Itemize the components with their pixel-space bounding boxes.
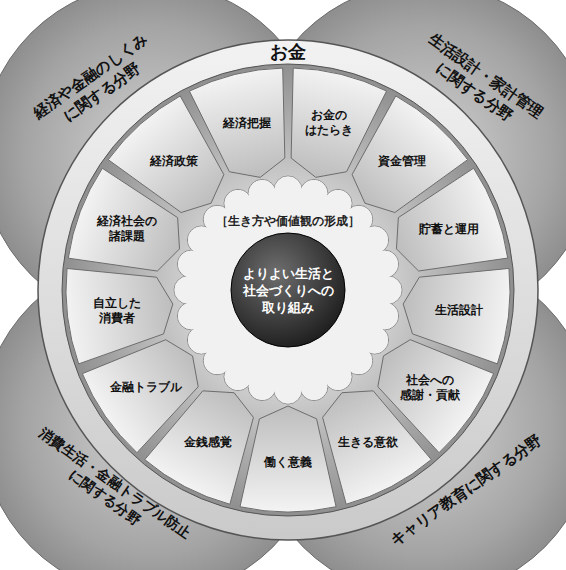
- topic-arrow: 経済政策: [147, 152, 201, 171]
- cloud-label: ［生き方や価値観の形成］: [216, 214, 360, 229]
- values-cloud: ［生き方や価値観の形成］ よりよい生活と 社会づくりへの 取り組み: [172, 174, 404, 406]
- money-ring: お金お金の はたらき資金管理貯蓄と運用生活設計社会への 感謝・貢献生きる意欲働く…: [36, 38, 540, 542]
- topic-label: 金融トラブル: [109, 380, 183, 395]
- arrow-band: [62, 64, 514, 516]
- cloud-body: [188, 190, 388, 390]
- text-stack: 金融トラブル: [109, 380, 183, 395]
- text-stack: ［生き方や価値観の形成］: [216, 214, 360, 229]
- topic-arrow: 生活設計: [432, 301, 486, 320]
- topic-label: 経済政策: [149, 154, 199, 169]
- text-stack: よりよい生活と 社会づくりへの 取り組み: [242, 265, 335, 316]
- text-stack: 生きる意欲: [337, 435, 399, 450]
- topic-arrow: 生きる意欲: [335, 433, 401, 452]
- arrow-wedge: [66, 268, 173, 363]
- ring-band: [38, 40, 538, 540]
- text-stack: お金の はたらき: [304, 108, 354, 138]
- text-stack: 経済把握: [222, 116, 272, 131]
- topic-label: 経済把握: [222, 116, 272, 131]
- topic-arrow: 金融トラブル: [107, 378, 185, 397]
- text-stack: お金: [270, 41, 306, 63]
- topic-arrow: 働く意義: [261, 453, 315, 472]
- text-stack: 経済社会の 諸課題: [96, 214, 158, 244]
- core-disc: [231, 233, 345, 347]
- text-stack: 資金管理: [377, 154, 427, 169]
- topic-label: 貯蓄と運用: [418, 222, 480, 237]
- text-stack: 社会への 感謝・貢献: [399, 373, 461, 403]
- text-stack: 貯蓄と運用: [418, 222, 480, 237]
- topic-arrow: 経済社会の 諸課題: [94, 212, 160, 246]
- topic-arrow: 金銭感覚: [181, 433, 235, 452]
- topic-label: 生きる意欲: [337, 435, 399, 450]
- core-circle: よりよい生活と 社会づくりへの 取り組み: [228, 230, 348, 350]
- text-stack: 金銭感覚: [183, 435, 233, 450]
- topic-arrow: お金の はたらき: [302, 106, 356, 140]
- ring-label: お金: [270, 41, 306, 63]
- topic-label: 社会への 感謝・貢献: [399, 373, 461, 403]
- topic-label: 働く意義: [263, 455, 313, 470]
- topic-arrow: 資金管理: [375, 152, 429, 171]
- arrow-wedge: [189, 68, 284, 177]
- text-stack: 生活設計: [434, 303, 484, 318]
- topic-arrow: 貯蓄と運用: [416, 220, 482, 239]
- topic-label: お金の はたらき: [304, 108, 354, 138]
- topic-label: 資金管理: [377, 154, 427, 169]
- text-stack: 自立した 消費者: [92, 296, 142, 326]
- topic-label: 自立した 消費者: [92, 296, 142, 326]
- topic-arrow: 自立した 消費者: [90, 294, 144, 328]
- text-stack: 働く意義: [263, 455, 313, 470]
- arrow-wedge: [396, 168, 507, 271]
- core-label: よりよい生活と 社会づくりへの 取り組み: [242, 265, 335, 316]
- topic-label: 経済社会の 諸課題: [96, 214, 158, 244]
- arrow-wedge: [240, 406, 336, 512]
- topic-arrow: 経済把握: [220, 114, 274, 133]
- arrow-wedge: [323, 391, 432, 504]
- topic-label: 生活設計: [434, 303, 484, 318]
- text-stack: 経済政策: [149, 154, 199, 169]
- topic-arrow: 社会への 感謝・貢献: [397, 371, 463, 405]
- topic-label: 金銭感覚: [183, 435, 233, 450]
